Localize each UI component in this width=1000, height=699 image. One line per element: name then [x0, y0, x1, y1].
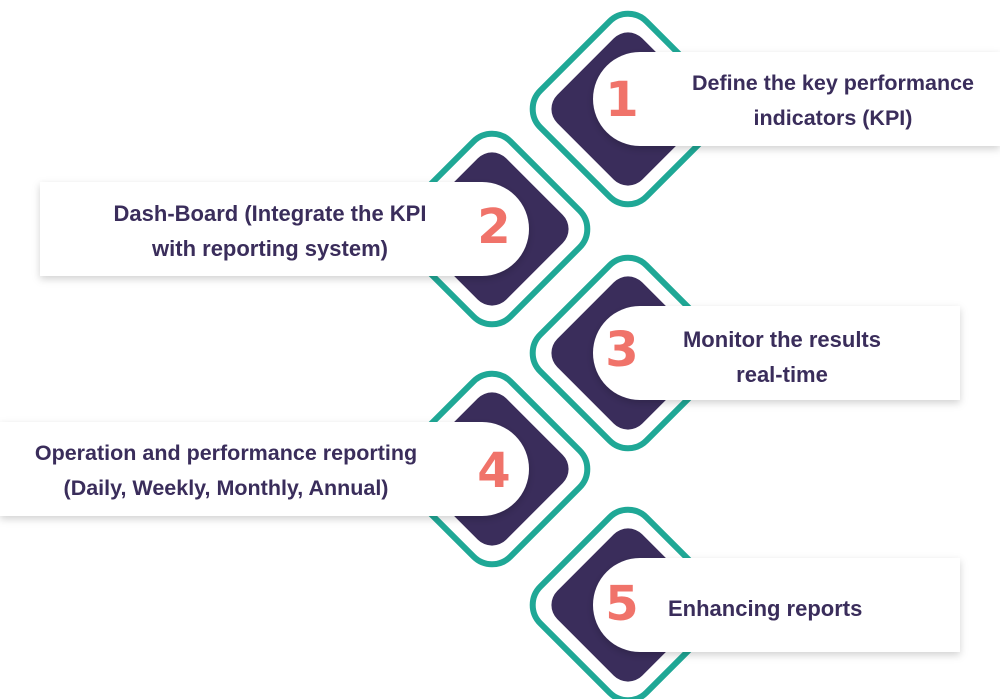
step-2-number: 2	[477, 199, 511, 255]
step-2-label-line-1: Dash-Board (Integrate the KPI	[113, 201, 427, 226]
step-2-label-line-2: with reporting system)	[152, 236, 388, 261]
step-5-label: Enhancing reports	[668, 591, 928, 626]
step-3-label: Monitor the results real-time	[660, 322, 904, 392]
step-1-label-line-1: Define the key performance	[692, 71, 974, 95]
step-5-label-line-1: Enhancing reports	[668, 596, 863, 621]
step-4-label: Operation and performance reporting (Dai…	[0, 436, 452, 506]
step-1-shape	[529, 10, 1000, 208]
step-4-pill	[0, 422, 529, 516]
step-3-pill	[593, 306, 960, 400]
step-2-label: Dash-Board (Integrate the KPI with repor…	[80, 196, 460, 266]
step-3-number: 3	[605, 322, 639, 378]
step-3-label-line-2: real-time	[736, 362, 828, 387]
step-2-pill	[40, 182, 529, 276]
step-4-number: 4	[477, 443, 511, 499]
step-1-number: 1	[605, 72, 639, 128]
step-2-shape	[40, 130, 591, 328]
step-5-pill	[593, 558, 960, 652]
step-1-label-line-2: indicators (KPI)	[753, 106, 913, 130]
step-4-label-line-1: Operation and performance reporting	[34, 441, 418, 465]
step-1-label: Define the key performance indicators (K…	[668, 66, 998, 136]
step-4-shape	[0, 370, 591, 568]
step-5-shape	[529, 506, 960, 699]
step-3-label-line-1: Monitor the results	[682, 327, 881, 352]
step-4-label-line-2: (Daily, Weekly, Monthly, Annual)	[63, 476, 389, 500]
step-5-number: 5	[605, 576, 639, 632]
step-1-pill	[593, 52, 1000, 146]
step-3-shape	[529, 254, 960, 452]
